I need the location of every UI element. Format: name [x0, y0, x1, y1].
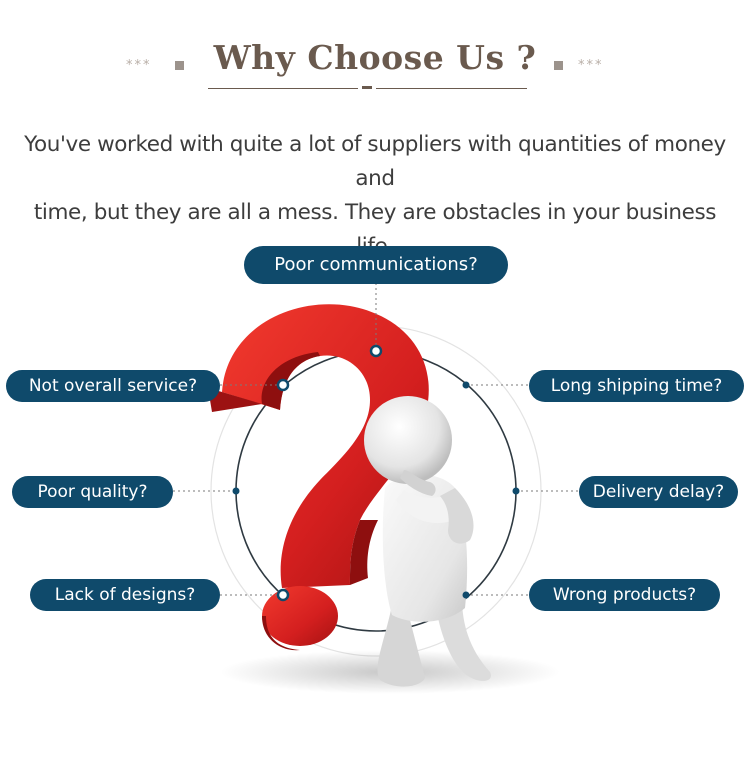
- section-header: *** Why Choose Us ? ***: [0, 0, 750, 100]
- problem-pill-not-overall-service: Not overall service?: [6, 370, 220, 402]
- ornament-square-right: [554, 61, 563, 70]
- ornament-stars-right: ***: [578, 58, 604, 73]
- title-underline-right: [376, 88, 527, 89]
- problem-pill-poor-quality: Poor quality?: [12, 476, 173, 508]
- problem-pill-wrong-products: Wrong products?: [529, 579, 720, 611]
- problem-pill-delivery-delay: Delivery delay?: [579, 476, 738, 508]
- intro-line-1: You've worked with quite a lot of suppli…: [24, 132, 726, 191]
- intro-paragraph: You've worked with quite a lot of suppli…: [20, 128, 730, 264]
- problem-pill-long-shipping-time: Long shipping time?: [529, 370, 744, 402]
- dot-left-3: [276, 588, 290, 602]
- problem-pill-poor-communications: Poor communications?: [244, 246, 508, 284]
- ornament-square-left: [175, 61, 184, 70]
- title-underline-left: [208, 88, 358, 89]
- dot-right-3: [462, 591, 470, 599]
- connector-lines: [173, 283, 579, 596]
- dot-left-2: [232, 487, 240, 495]
- ornament-stars-left: ***: [126, 58, 152, 73]
- dot-left-1: [276, 378, 290, 392]
- connector-dots: [232, 344, 520, 602]
- title-underline-mark: [362, 86, 372, 89]
- dot-top: [369, 344, 383, 358]
- problem-pill-lack-of-designs: Lack of designs?: [30, 579, 220, 611]
- thinking-figure-illustration: [364, 396, 491, 687]
- dot-right-2: [512, 487, 520, 495]
- dot-right-1: [462, 381, 470, 389]
- page-title: Why Choose Us ?: [213, 38, 537, 77]
- question-mark-illustration: [208, 304, 429, 651]
